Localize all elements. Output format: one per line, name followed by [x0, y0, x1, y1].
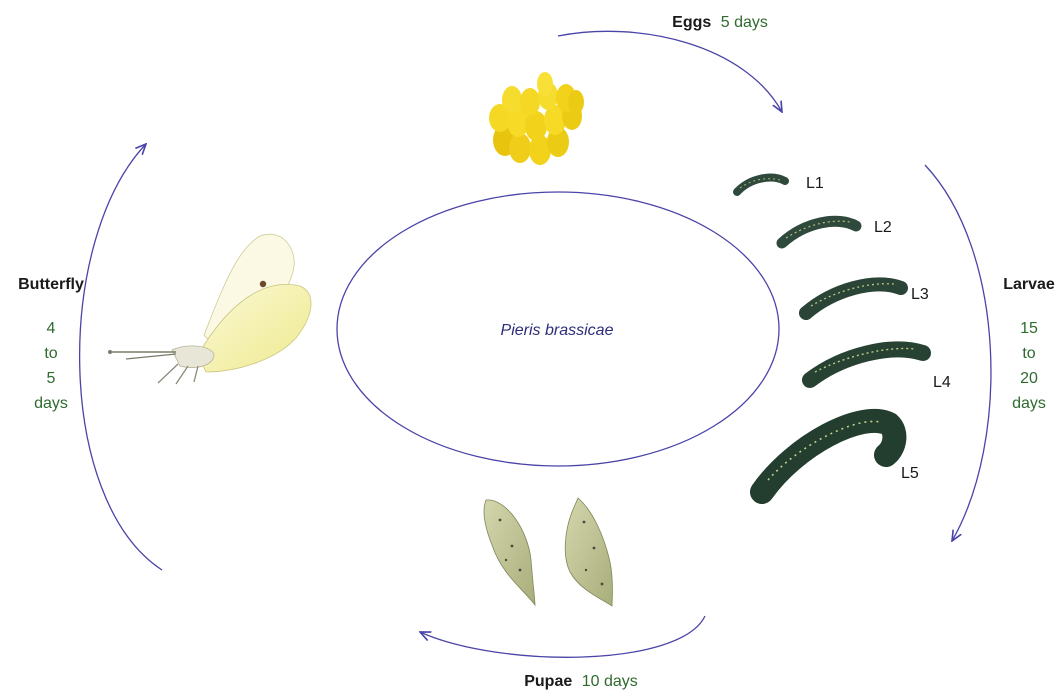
larva-l1 — [737, 178, 785, 192]
pupa-right — [565, 498, 612, 606]
larvae-duration-3: 20 — [1020, 370, 1038, 387]
instar-l5-label: L5 — [901, 465, 919, 482]
larvae-duration-1: 15 — [1020, 320, 1038, 337]
arrow-larvae-to-pupae — [925, 165, 991, 541]
pupae-title: Pupae — [524, 673, 572, 690]
larva-l3 — [806, 284, 901, 313]
larvae-duration-2: to — [1022, 345, 1035, 362]
larva-l4 — [810, 348, 923, 380]
arrow-pupae-to-butterfly — [420, 616, 705, 657]
larva-l2 — [782, 221, 856, 243]
instar-l2-label: L2 — [874, 219, 892, 236]
eggs-duration: 5 days — [721, 14, 768, 31]
larvae-duration-4: days — [1012, 395, 1046, 412]
pupae-label: Pupae 10 days — [524, 673, 638, 690]
butterfly-title: Butterfly — [18, 276, 84, 293]
instar-l3-label: L3 — [911, 286, 929, 303]
eggs-label: Eggs 5 days — [672, 14, 768, 31]
arrow-eggs-to-larvae — [558, 31, 782, 112]
butterfly-duration-3: 5 — [47, 370, 56, 387]
larva-l5 — [762, 421, 894, 492]
butterfly — [108, 234, 311, 384]
pupa-left — [484, 500, 535, 605]
eggs-title: Eggs — [672, 14, 711, 31]
larvae-title: Larvae — [1003, 276, 1055, 293]
instar-l4-label: L4 — [933, 374, 951, 391]
butterfly-duration-1: 4 — [47, 320, 56, 337]
butterfly-duration-2: to — [44, 345, 57, 362]
butterfly-duration-4: days — [34, 395, 68, 412]
pupae-duration: 10 days — [582, 673, 638, 690]
egg-cluster — [489, 72, 584, 165]
species-name: Pieris brassicae — [501, 322, 614, 339]
instar-l1-label: L1 — [806, 175, 824, 192]
